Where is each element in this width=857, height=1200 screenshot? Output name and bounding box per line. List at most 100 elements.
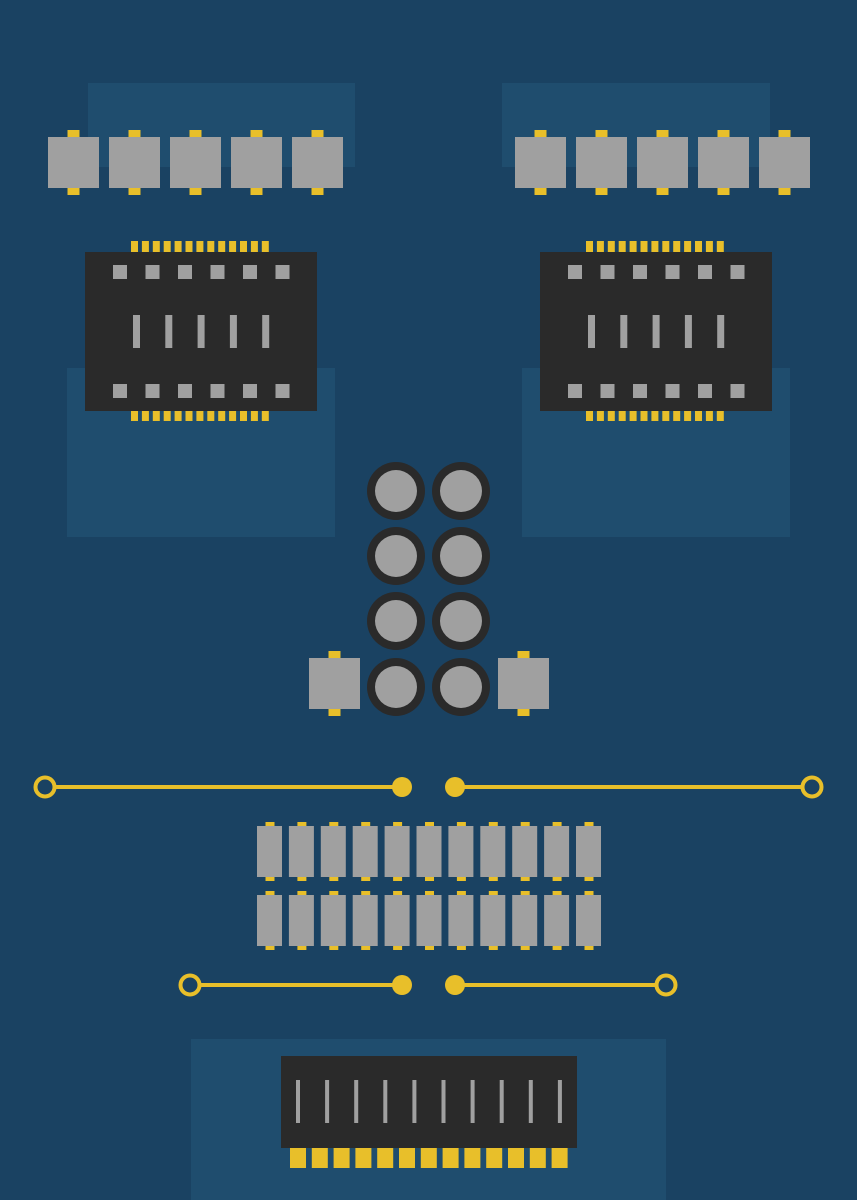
resistor <box>352 895 378 946</box>
connector-marking <box>412 1080 417 1123</box>
connector-pad <box>333 1148 350 1168</box>
resistor-tab <box>265 876 275 881</box>
resistor <box>544 895 570 946</box>
connector-marking <box>528 1080 533 1123</box>
chip-pin <box>673 411 681 421</box>
resistor-tab <box>488 945 498 950</box>
chip-pin <box>618 241 626 252</box>
solder-tab <box>328 651 341 658</box>
resistor-tab <box>297 822 307 827</box>
resistor-tab <box>297 891 307 896</box>
chip-pad <box>113 265 127 279</box>
connector-pad <box>420 1148 437 1168</box>
chip-marking <box>717 315 725 348</box>
connector-pad <box>399 1148 415 1168</box>
solder-tab <box>67 188 80 195</box>
solder-tab <box>189 130 202 137</box>
connector-pad <box>377 1148 394 1168</box>
resistor-tab <box>425 891 434 896</box>
resistor-tab <box>456 822 466 827</box>
solder-tab <box>328 709 341 716</box>
round-capacitor-top <box>375 535 417 577</box>
resistor-tab <box>393 876 403 881</box>
chip-pin <box>229 411 237 421</box>
resistor-tab <box>425 876 434 881</box>
resistor <box>257 826 282 877</box>
chip-pin <box>629 241 637 252</box>
resistor-tab <box>456 945 466 950</box>
connector-marking <box>383 1080 388 1123</box>
solder-tab <box>517 651 530 658</box>
resistor-tab <box>488 891 498 896</box>
via-ring <box>800 775 824 799</box>
resistor-tab <box>552 891 562 896</box>
chip-pin <box>240 241 247 252</box>
connector-marking <box>325 1080 330 1123</box>
chip-marking <box>588 315 595 348</box>
chip-pin <box>716 241 724 252</box>
resistor <box>384 895 410 946</box>
solder-tab <box>778 130 791 137</box>
resistor <box>448 826 474 877</box>
solder-tab <box>534 188 547 195</box>
connector-pad <box>508 1148 524 1168</box>
resistor-tab <box>329 945 339 950</box>
square-component <box>759 137 810 188</box>
round-capacitor-top <box>375 470 417 512</box>
resistor <box>576 826 601 877</box>
chip-pad <box>600 384 615 398</box>
chip-pin <box>640 411 648 421</box>
resistor-tab <box>425 945 434 950</box>
resistor-tab <box>297 945 307 950</box>
connector-marking <box>354 1080 359 1123</box>
chip-pin <box>250 241 258 252</box>
chip-marking <box>652 315 660 348</box>
chip-pad <box>568 384 582 398</box>
chip-pad <box>113 384 127 398</box>
solder-tab <box>128 188 141 195</box>
resistor-tab <box>488 876 498 881</box>
chip-pin <box>640 241 648 252</box>
connector-pad <box>486 1148 503 1168</box>
resistor <box>544 826 570 877</box>
chip-pin <box>185 411 193 421</box>
chip-pin <box>185 241 193 252</box>
solder-dot <box>445 777 465 797</box>
solder-dot <box>392 975 412 995</box>
connector-pad <box>355 1148 372 1168</box>
resistor-tab <box>552 945 562 950</box>
chip-pad <box>275 384 290 398</box>
resistor-tab <box>552 822 562 827</box>
chip-marking <box>229 315 237 348</box>
solder-tab <box>656 188 669 195</box>
solder-dot <box>445 975 465 995</box>
resistor-tab <box>520 945 530 950</box>
chip-marking <box>262 315 270 348</box>
via-ring <box>33 775 57 799</box>
square-component <box>576 137 627 188</box>
resistor-tab <box>520 891 530 896</box>
resistor-tab <box>361 945 371 950</box>
resistor-tab <box>265 822 275 827</box>
chip-pin <box>152 411 160 421</box>
connector-pad <box>442 1148 459 1168</box>
chip-pin <box>651 411 659 421</box>
chip-pin <box>651 241 659 252</box>
chip-pin <box>163 411 171 421</box>
connector-marking <box>441 1080 446 1123</box>
solder-tab <box>189 188 202 195</box>
square-component <box>170 137 221 188</box>
chip-marking <box>197 315 205 348</box>
chip-pin <box>196 411 204 421</box>
resistor-tab <box>520 822 530 827</box>
square-component <box>292 137 343 188</box>
resistor <box>512 826 538 877</box>
chip-pin <box>629 411 637 421</box>
solder-tab <box>250 188 263 195</box>
solder-tab <box>67 130 80 137</box>
solder-tab <box>534 130 547 137</box>
chip-pin <box>207 241 215 252</box>
solder-tab <box>250 130 263 137</box>
